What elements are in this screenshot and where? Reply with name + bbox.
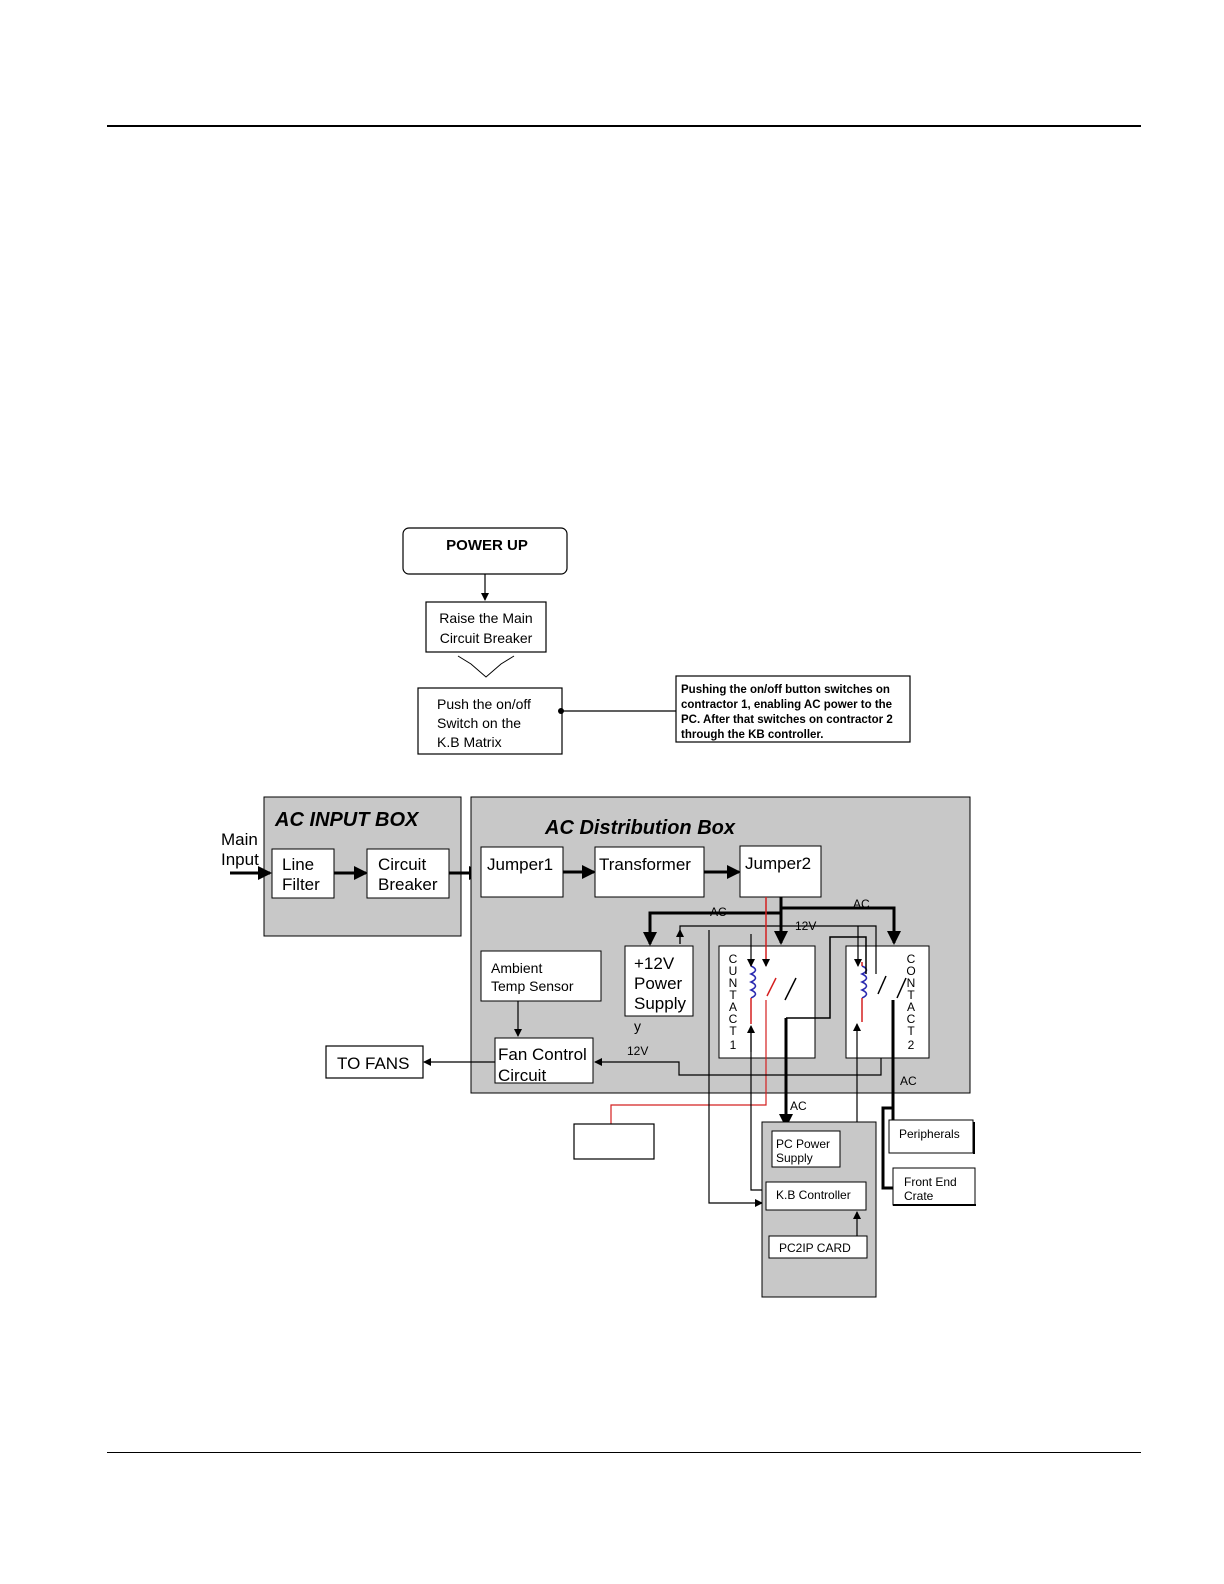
footer-rule xyxy=(107,1452,1141,1453)
ambient-sensor-box xyxy=(480,950,602,1002)
circuit-breaker-line1: Circuit xyxy=(378,855,426,874)
ac-input-box-title: AC INPUT BOX xyxy=(274,809,420,831)
jumper2-box xyxy=(739,845,822,898)
label-12v-2: 12V xyxy=(627,1044,648,1058)
contact1-letter: C xyxy=(729,1012,738,1026)
pc-power-line2: Supply xyxy=(776,1151,813,1165)
contact2-switch-icon xyxy=(877,975,887,995)
contact2-letter: C xyxy=(907,1012,916,1026)
to-fans-label: TO FANS xyxy=(337,1054,409,1073)
external-box xyxy=(573,1123,655,1160)
label-ac-4: AC xyxy=(790,1099,807,1113)
contact2-letter: O xyxy=(906,964,915,978)
wire-12v-to-kb-controller xyxy=(708,930,763,1207)
contact1-letter: U xyxy=(729,964,738,978)
note-box xyxy=(675,675,911,743)
contact2-letter: 2 xyxy=(908,1038,915,1052)
pc-power-line1: PC Power xyxy=(776,1137,830,1151)
contact1-letter: N xyxy=(729,976,738,990)
wiring xyxy=(423,897,901,1207)
front-end-line1: Front End xyxy=(904,1175,957,1189)
contact1-switch-icon xyxy=(784,977,797,1001)
raise-breaker-line2: Circuit Breaker xyxy=(440,630,533,646)
fan-control-box xyxy=(494,1037,594,1084)
ac-distribution-box-title: AC Distribution Box xyxy=(544,817,736,839)
fan-control-line1: Fan Control xyxy=(498,1045,587,1064)
contact1-coil-icon xyxy=(749,965,757,999)
contact1-letter: T xyxy=(729,988,737,1002)
wire-12v-to-fan-control xyxy=(594,1058,882,1076)
contact1-letter: T xyxy=(729,1024,737,1038)
wire-contact1-to-contact2 xyxy=(786,936,867,1019)
header-rule xyxy=(107,125,1141,127)
contact2-letter: T xyxy=(907,1024,915,1038)
ps12v-line1: +12V xyxy=(634,954,675,973)
raise-breaker-box xyxy=(425,601,547,653)
jumper1-label: Jumper1 xyxy=(487,855,553,874)
contact2-letter: C xyxy=(907,952,916,966)
hollow-down-arrow xyxy=(457,655,515,678)
contact2-letters: C O N T A C T 2 xyxy=(906,952,915,1052)
main-input-line2: Input xyxy=(221,850,259,869)
circuit-breaker-box xyxy=(366,848,450,899)
circuit-breaker-line2: Breaker xyxy=(378,875,438,894)
jumper2-label: Jumper2 xyxy=(745,854,811,873)
label-ac-3: AC xyxy=(900,1074,917,1088)
push-switch-line3: K.B Matrix xyxy=(437,734,502,750)
note-line2: contractor 1, enabling AC power to the xyxy=(681,699,892,711)
ps12v-line4: y xyxy=(634,1018,641,1034)
contact2-letter: N xyxy=(907,976,916,990)
line-filter-box xyxy=(271,848,335,899)
contact1-letter: 1 xyxy=(730,1038,737,1052)
peripherals-label: Peripherals xyxy=(899,1127,960,1141)
wire-ac-to-12v-supply xyxy=(643,911,781,946)
main-input-line1: Main xyxy=(221,830,258,849)
note-line4: through the KB controller. xyxy=(681,729,823,741)
peripherals-box xyxy=(888,1119,974,1154)
contact2-switch2-icon xyxy=(896,977,907,999)
fan-control-line2: Circuit xyxy=(498,1066,546,1085)
transformer-label: Transformer xyxy=(599,855,691,874)
contact2-letter: A xyxy=(907,1000,915,1014)
ps12v-line2: Power xyxy=(634,974,683,993)
note-line1: Pushing the on/off button switches on xyxy=(681,684,890,696)
pc2ip-card-label: PC2IP CARD xyxy=(779,1241,851,1255)
push-switch-box xyxy=(417,687,563,755)
ambient-line2: Temp Sensor xyxy=(491,978,574,994)
ac-input-box: AC INPUT BOX Main Input Line Filter Circ… xyxy=(221,796,462,937)
line-filter-line2: Filter xyxy=(282,875,320,894)
front-end-line2: Crate xyxy=(904,1189,934,1203)
note-line3: PC. After that switches on contractor 2 xyxy=(681,714,893,726)
contact1-letter: A xyxy=(729,1000,737,1014)
ps12v-line3: Supply xyxy=(634,994,686,1013)
raise-breaker-line1: Raise the Main xyxy=(439,610,532,626)
contact1-letter: C xyxy=(729,952,738,966)
kb-controller-label: K.B Controller xyxy=(776,1188,851,1202)
pc-box: PC Power Supply K.B Controller PC2IP CAR… xyxy=(761,1121,877,1298)
contact1-letters: C U N T A C T 1 xyxy=(729,952,738,1052)
power-supply-12v-box xyxy=(624,945,694,1017)
pc2ip-card-box xyxy=(768,1235,868,1259)
to-fans-box xyxy=(325,1045,424,1079)
ac-distribution-box: AC Distribution Box Jumper1 Transformer … xyxy=(470,796,971,1094)
jumper1-box xyxy=(480,846,564,898)
kb-controller-box xyxy=(765,1181,867,1211)
wire-kb-to-contact1 xyxy=(750,1030,766,1191)
pc-power-supply-box xyxy=(771,1130,841,1168)
power-up-label: POWER UP xyxy=(446,537,528,554)
wire-ac-to-front-end xyxy=(881,1106,893,1190)
push-switch-line1: Push the on/off xyxy=(437,696,531,712)
contact2-letter: T xyxy=(907,988,915,1002)
push-switch-line2: Switch on the xyxy=(437,715,521,731)
ambient-line1: Ambient xyxy=(491,960,542,976)
red-wire-bottom xyxy=(610,1000,767,1124)
wire-ac-to-contact2 xyxy=(781,906,901,945)
contact1-red-switch-icon xyxy=(766,977,777,997)
line-filter-line1: Line xyxy=(282,855,314,874)
flow-chart: POWER UP Raise the Main Circuit Breaker … xyxy=(402,527,911,755)
